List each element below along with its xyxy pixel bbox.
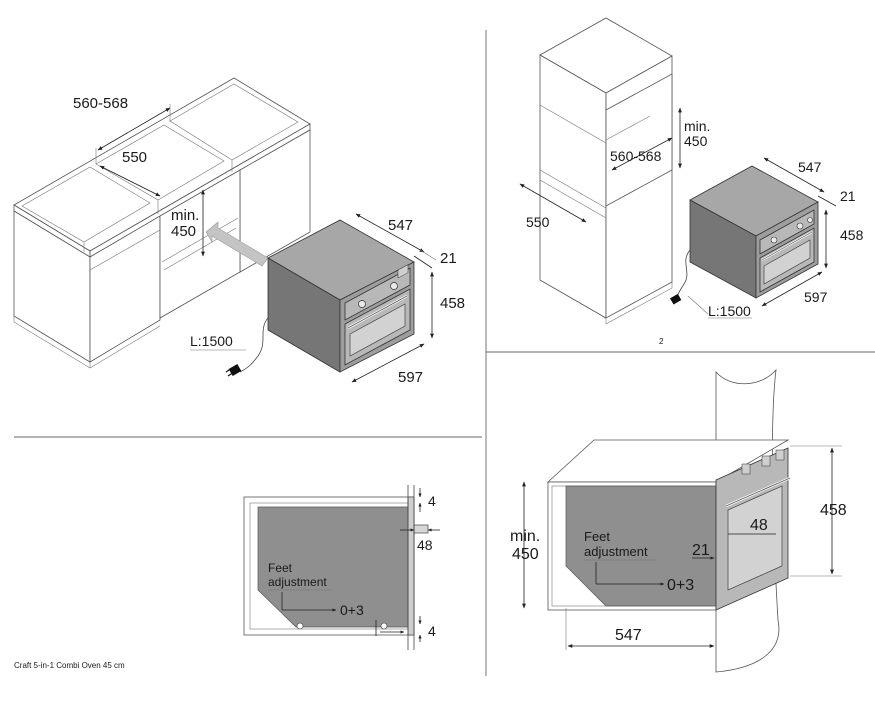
panel-counter-install: 560-568 550 min. 450 — [13, 77, 465, 386]
column-dim-oven-height: 458 — [840, 227, 864, 243]
insertion-arrow — [205, 221, 269, 267]
dim-min-height-label: min. — [171, 207, 199, 224]
section-feet-range: 0+3 — [667, 577, 694, 594]
section-feet-label-line1: Feet — [584, 529, 610, 544]
dim-top-gap: 4 — [428, 493, 436, 509]
section-dim-min-value: 450 — [512, 546, 539, 563]
panel-column-install: min. 450 560-568 550 L:1500 547 — [519, 17, 864, 346]
column-dim-cutout-width: 560-568 — [610, 148, 662, 164]
dim-front-offset: 48 — [417, 537, 433, 553]
dim-oven-width: 597 — [398, 369, 423, 386]
dim-bottom-gap: 4 — [428, 623, 436, 639]
page-number: 2 — [659, 337, 664, 346]
panel-separators — [14, 30, 875, 676]
power-cable — [225, 317, 269, 377]
oven-illustration-small — [689, 165, 819, 299]
section-dim-oven-height: 458 — [820, 502, 847, 519]
section-dim-front-offset: 48 — [750, 517, 768, 534]
dim-front-thickness: 21 — [440, 250, 457, 267]
section-feet-label-line2: adjustment — [584, 544, 648, 559]
dim-cutout-width: 560-568 — [73, 95, 128, 112]
column-dim-oven-width: 597 — [804, 289, 828, 305]
dim-oven-depth: 547 — [388, 217, 413, 234]
column-oven-section-body — [565, 485, 717, 607]
dim-cutout-depth: 550 — [122, 149, 147, 166]
oven-section-body — [257, 506, 411, 628]
section-dim-oven-depth: 547 — [615, 627, 642, 644]
column-dim-front-thickness: 21 — [840, 188, 856, 204]
footer-product-name: Craft 5-in-1 Combi Oven 45 cm — [14, 661, 125, 670]
dim-oven-height: 458 — [440, 295, 465, 312]
feet-label-line2: adjustment — [268, 575, 327, 589]
dim-min-height-value: 450 — [171, 223, 196, 240]
column-dim-min-label: min. — [684, 118, 710, 134]
feet-range: 0+3 — [340, 602, 364, 618]
feet-label-line1: Feet — [268, 561, 293, 575]
column-dim-oven-depth: 547 — [798, 159, 822, 175]
oven-illustration — [267, 219, 415, 373]
column-dim-cutout-depth: 550 — [526, 214, 550, 230]
cable-length: L:1500 — [190, 333, 233, 349]
power-cable-small — [670, 249, 691, 305]
panel-section-counter: Feet adjustment 0+3 4 48 4 — [243, 485, 440, 650]
section-dim-front-thickness: 21 — [692, 542, 710, 559]
column-cable-length: L:1500 — [708, 303, 751, 319]
tall-column-cabinet — [539, 17, 673, 325]
section-dim-min-label: min. — [510, 528, 540, 545]
kitchen-counter-cabinets — [13, 77, 311, 369]
column-dim-min-value: 450 — [684, 133, 708, 149]
panel-section-column: min. 450 Feet adjustment 0+3 21 48 458 5… — [510, 368, 847, 673]
